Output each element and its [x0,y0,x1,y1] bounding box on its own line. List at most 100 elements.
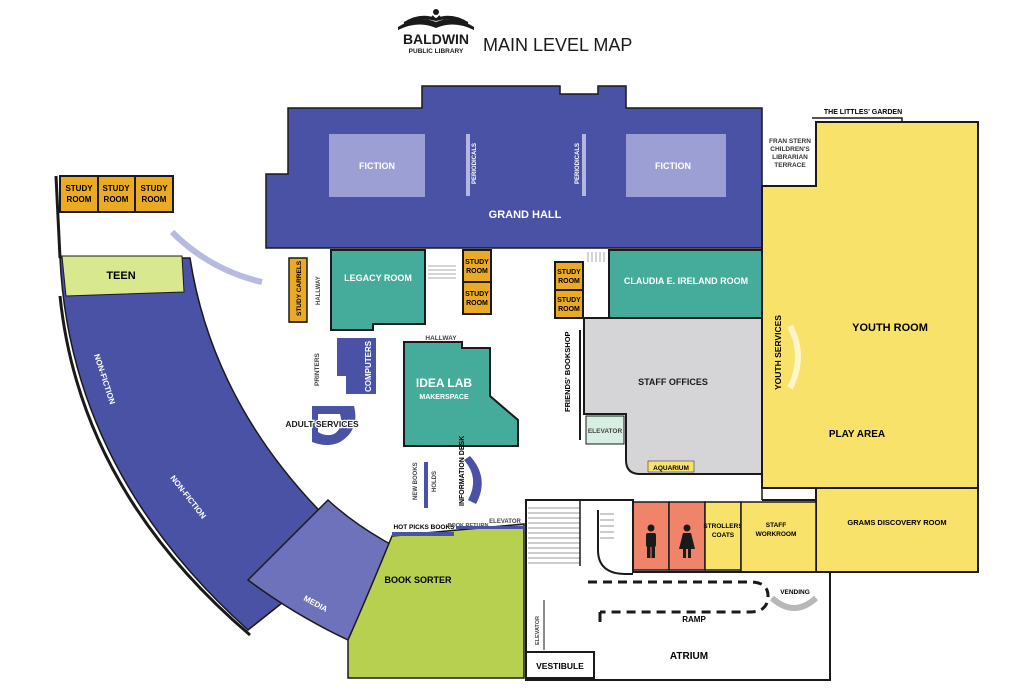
terrace-label-3: LIBRARIAN [772,154,808,161]
periodicals-shelf-right [582,134,586,196]
study-room-2[interactable] [97,175,136,213]
littles-garden-label: THE LITTLES' GARDEN [824,109,902,116]
ramp-path [588,580,770,614]
south-services: STROLLERS COATS STAFF WORKROOM [632,501,817,573]
vestibule-label: VESTIBULE [536,661,584,671]
svg-text:STUDY: STUDY [557,269,581,276]
hallway-left-label: HALLWAY [316,276,322,305]
stairs-north [428,265,456,279]
staff-workroom-label-2: WORKROOM [756,531,797,538]
terrace-label-4: TERRACE [774,162,806,169]
periodicals-left-label: PERIODICALS [472,143,478,184]
svg-text:STUDY: STUDY [465,259,489,266]
svg-text:STUDY CARRELS: STUDY CARRELS [296,260,303,316]
hot-picks-label: HOT PICKS BOOKS [393,524,455,531]
ramp-label: RAMP [682,615,706,624]
svg-text:ROOM: ROOM [466,300,488,307]
hot-picks-shelf [392,532,454,536]
computers-label: COMPUTERS [364,340,373,392]
information-desk-label: INFORMATION DESK [459,436,466,506]
claudia-room-label: CLAUDIA E. IRELAND ROOM [624,276,748,286]
play-area-label: PLAY AREA [829,429,885,440]
study-room-5[interactable] [462,281,492,315]
study-rooms-west: STUDY ROOM STUDY ROOM STUDY ROOM [59,175,174,213]
curved-partition [169,229,263,285]
staff-workroom-label-1: STAFF [766,522,786,529]
book-sorter-label: BOOK SORTER [384,575,452,585]
svg-text:STUDY: STUDY [465,291,489,298]
computers-area[interactable] [337,338,376,394]
strollers-coats[interactable] [704,501,742,571]
elevator-mid-label: ELEVATOR [588,428,623,435]
study-room-2-label: STUDY [102,184,130,193]
staff-offices[interactable] [583,317,763,475]
atrium-label: ATRIUM [670,651,708,662]
fiction-left[interactable] [329,134,425,197]
idea-lab[interactable] [403,341,519,447]
central-core: STUDY CARRELS HALLWAY LEGACY ROOM STUDY … [284,249,763,536]
elevator-lower-label: ELEVATOR [489,519,521,525]
svg-text:STUDY: STUDY [557,297,581,304]
fiction-right-label: FICTION [655,161,691,171]
staff-workroom[interactable] [740,501,817,573]
elevator-mid[interactable] [585,415,625,445]
study-room-7[interactable] [554,289,584,319]
svg-text:ROOM: ROOM [142,195,167,204]
study-room-1-label: STUDY [65,184,93,193]
youth-services-desk[interactable] [787,324,801,390]
aquarium[interactable] [647,460,695,473]
grand-hall-area[interactable] [265,85,763,249]
study-room-4[interactable] [462,249,492,283]
vending-machines[interactable] [769,595,819,611]
new-books-label: NEW BOOKS [413,462,419,500]
study-room-3-label: STUDY [140,184,168,193]
printers-label: PRINTERS [314,352,321,386]
spiral-stair [597,510,633,575]
grams-discovery-room[interactable] [815,487,979,573]
logo-line-1: BALDWIN [403,31,469,47]
vestibule[interactable] [525,651,595,679]
book-return-slot [456,526,526,529]
stairs-east [587,252,605,262]
terrace-label-2: CHILDREN'S [770,146,810,153]
svg-text:ROOM: ROOM [67,195,92,204]
study-room-1[interactable] [59,175,99,213]
interior-walls [289,186,763,500]
fiction-left-label: FICTION [359,161,395,171]
staff-offices-label: STAFF OFFICES [638,377,708,387]
svg-text:ROOM: ROOM [466,268,488,275]
grams-room-label: GRAMS DISCOVERY ROOM [847,518,946,527]
friends-bookshop-label: FRIENDS' BOOKSHOP [563,331,572,412]
atrium-area[interactable] [525,499,831,681]
legacy-room[interactable] [330,249,426,331]
teen-area[interactable] [61,255,185,297]
new-books-shelf [424,462,428,508]
map-title: MAIN LEVEL MAP [483,35,632,55]
aquarium-label: AQUARIUM [653,465,689,472]
non-fiction-area[interactable] [59,257,357,631]
female-icon [679,524,695,558]
strollers-label: STROLLERS [703,523,743,530]
svg-text:ROOM: ROOM [558,278,580,285]
elevator-atrium-label: ELEVATOR [535,616,541,645]
teen-label: TEEN [106,270,135,282]
makerspace-label: MAKERSPACE [419,394,469,401]
study-room-6[interactable] [554,261,584,291]
atrium: RAMP VENDING ATRIUM ELEVATOR VESTIBULE [525,499,831,681]
coats-label: COATS [712,532,735,539]
holds-label: HOLDS [432,471,438,492]
male-icon [646,524,656,558]
book-sorter-area[interactable] [347,523,525,679]
svg-text:ROOM: ROOM [558,306,580,313]
svg-text:ROOM: ROOM [104,195,129,204]
logo-line-2: PUBLIC LIBRARY [409,48,464,55]
idea-lab-label: IDEA LAB [416,376,473,390]
study-room-3[interactable] [134,175,174,213]
legacy-room-label: LEGACY ROOM [344,273,412,283]
youth-wing: GRAMS DISCOVERY ROOM YOUTH SERVICES YOUT… [761,109,979,573]
hallway-mid-label: HALLWAY [425,335,457,342]
adult-services-label: ADULT SERVICES [285,419,359,429]
fiction-right[interactable] [626,134,726,197]
information-desk[interactable] [464,456,482,504]
